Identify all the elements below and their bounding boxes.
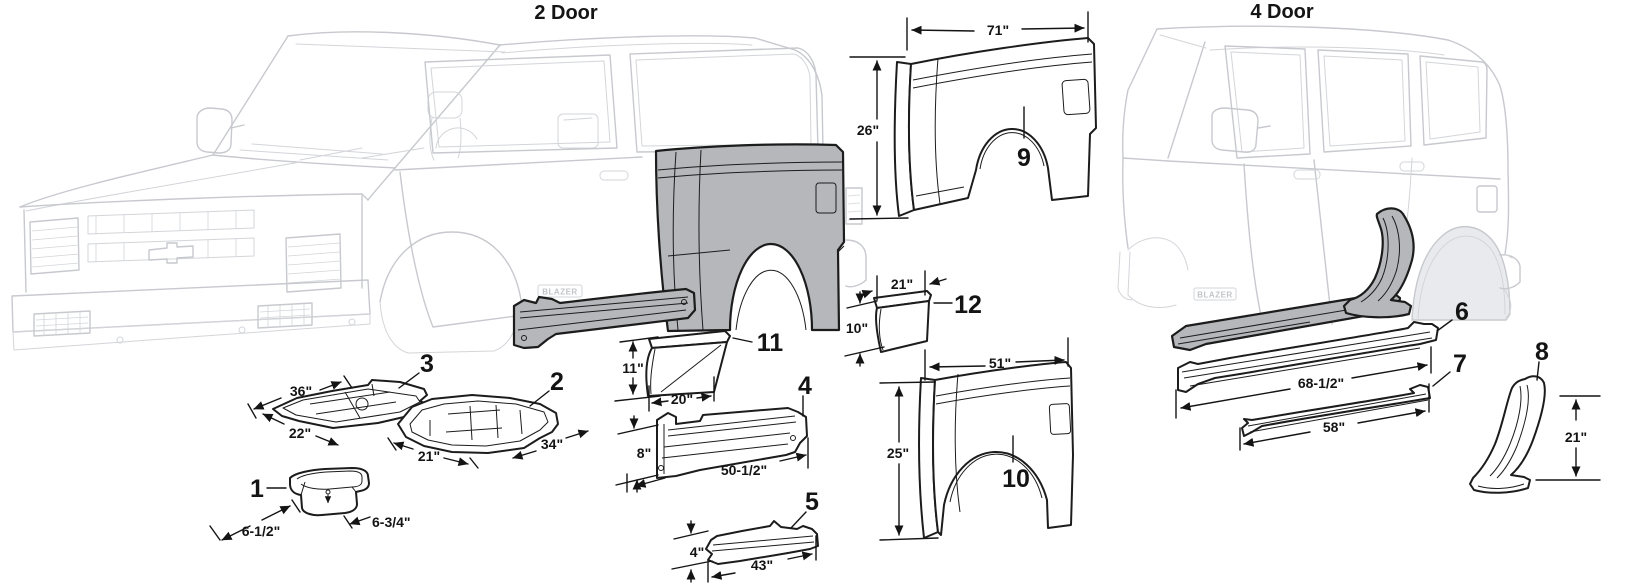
- part-5-dimensions: 4" 43" 5: [671, 488, 819, 583]
- part-6-number: 6: [1455, 298, 1469, 326]
- part-8-number: 8: [1535, 338, 1549, 366]
- part-4-rocker-panel: 8" 50-1/2" 4: [615, 372, 812, 493]
- part-3-dim-b: 22": [289, 425, 311, 441]
- part-4-dimensions: 8" 50-1/2" 4: [615, 372, 812, 493]
- part-2-dim-b: 34": [541, 436, 563, 452]
- two-door-vehicle-illustration: BLAZER: [11, 31, 867, 354]
- part-8-height-dim: 21": [1565, 429, 1587, 445]
- part-6-length-dim: 68-1/2": [1298, 375, 1344, 391]
- part-1-dim-a: 6-1/2": [242, 523, 281, 539]
- part-11-height-dim: 11": [622, 360, 643, 376]
- part-9-dimensions: 71" 26" 9: [849, 11, 1089, 220]
- two-door-highlighted-rocker-panel: [512, 287, 697, 350]
- part-3-dim-a: 36": [290, 383, 312, 399]
- four-door-title: 4 Door: [1250, 1, 1314, 23]
- part-7-number: 7: [1453, 350, 1467, 378]
- part-10-dimensions: 51" 25" 10: [879, 337, 1069, 541]
- part-1-dimensions: 6-1/2" 6-3/4" 1: [209, 475, 411, 541]
- two-door-blazer-badge: BLAZER: [542, 288, 577, 297]
- part-12-width-dim: 21": [891, 276, 913, 292]
- part-1-small-pan: 6-1/2" 6-3/4" 1: [209, 467, 411, 541]
- part-5-number: 5: [805, 488, 819, 516]
- part-2-floor-pan: 21" 34" 2: [387, 368, 589, 469]
- four-door-blazer-badge: BLAZER: [1197, 291, 1232, 300]
- part-2-dimensions: 21" 34" 2: [387, 368, 589, 469]
- part-8-dogleg-panel: 21" 8: [1469, 338, 1601, 494]
- part-11-lower-panel: 11" 20" 11: [614, 329, 784, 412]
- part-5-length-dim: 43": [751, 557, 773, 573]
- part-4-length-dim: 50-1/2": [721, 462, 767, 478]
- part-4-height-dim: 8": [637, 445, 651, 461]
- part-10-width-dim: 51": [989, 355, 1011, 371]
- part-1-dim-b: 6-3/4": [372, 514, 411, 530]
- part-7-length-dim: 58": [1323, 419, 1345, 435]
- part-11-dimensions: 11" 20" 11: [614, 329, 784, 412]
- part-12-dimensions: 21" 10" 12: [844, 270, 982, 367]
- part-6-dimensions: 68-1/2" 6: [1175, 298, 1469, 419]
- part-3-number: 3: [420, 350, 434, 378]
- four-door-vehicle-illustration: BLAZER: [1117, 25, 1521, 325]
- part-10-quarter-panel: 51" 25" 10: [879, 337, 1074, 541]
- part-7-rocker-panel: 58" 7: [1239, 350, 1467, 451]
- part-6-rocker-panel: 68-1/2" 6: [1175, 298, 1469, 419]
- part-7-dimensions: 58" 7: [1239, 350, 1467, 451]
- four-door-highlighted-dogleg-panel: [1342, 207, 1415, 319]
- part-2-number: 2: [550, 368, 564, 396]
- part-12-number: 12: [954, 291, 982, 319]
- part-11-number: 11: [757, 329, 784, 357]
- two-door-highlighted-quarter-panel: [654, 143, 846, 333]
- part-10-height-dim: 25": [887, 445, 909, 461]
- part-9-width-dim: 71": [987, 22, 1009, 38]
- two-door-title: 2 Door: [534, 2, 598, 24]
- part-10-number: 10: [1002, 465, 1030, 493]
- part-3-floor-pan: 36" 22" 3: [247, 350, 434, 446]
- part-9-number: 9: [1017, 144, 1031, 172]
- part-2-dim-a: 21": [418, 448, 440, 464]
- part-8-dimensions: 21" 8: [1535, 338, 1601, 481]
- part-9-height-dim: 26": [857, 122, 879, 138]
- part-3-dimensions: 36" 22" 3: [247, 350, 434, 446]
- part-5-height-dim: 4": [690, 544, 704, 560]
- part-11-width-dim: 20": [671, 391, 693, 407]
- part-4-number: 4: [798, 372, 812, 400]
- part-12-height-dim: 10": [846, 320, 868, 336]
- part-5-sill-plate: 4" 43" 5: [671, 488, 819, 583]
- part-12-lower-panel: 21" 10" 12: [844, 270, 982, 367]
- part-1-number: 1: [250, 475, 264, 503]
- part-9-quarter-panel: 71" 26" 9: [849, 11, 1097, 220]
